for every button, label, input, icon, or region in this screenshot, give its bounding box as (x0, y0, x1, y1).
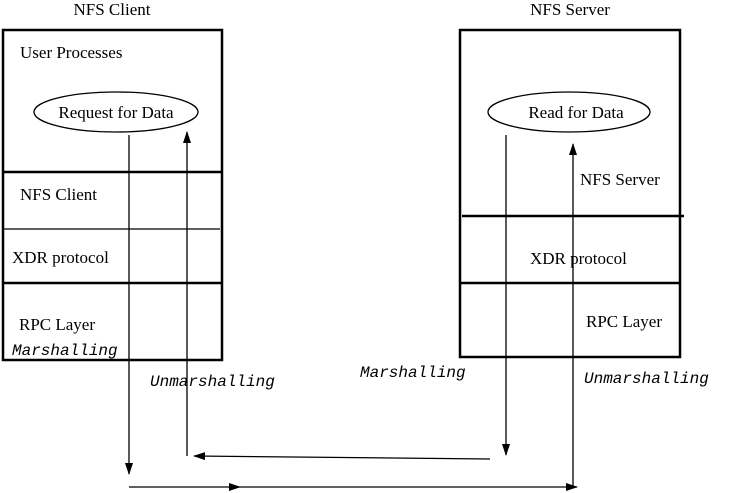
server-xdr-layer-label: XDR protocol (530, 249, 627, 268)
client-title: NFS Client (74, 0, 151, 19)
client-request-ellipse (33, 91, 199, 133)
client-marshalling-label: Marshalling (12, 342, 118, 360)
server-box (458, 28, 682, 359)
client-nfs-layer-label: NFS Client (20, 185, 97, 204)
network-reply-arrow (193, 452, 491, 461)
client-request-label: Request for Data (58, 103, 174, 122)
client-xdr-layer-label: XDR protocol (12, 248, 109, 267)
client-unmarshalling-label: Unmarshalling (150, 373, 275, 391)
server-title: NFS Server (530, 0, 610, 19)
server-nfs-layer-label: NFS Server (580, 170, 660, 189)
server-read-ellipse (487, 91, 651, 133)
server-read-label: Read for Data (528, 103, 624, 122)
client-rpc-layer-label: RPC Layer (19, 315, 95, 334)
server-rpc-layer-label: RPC Layer (586, 312, 662, 331)
client-box (1, 28, 224, 362)
server-unmarshalling-label: Unmarshalling (584, 370, 709, 388)
server-marshalling-label: Marshalling (360, 364, 466, 382)
client-user-processes-label: User Processes (20, 43, 122, 62)
